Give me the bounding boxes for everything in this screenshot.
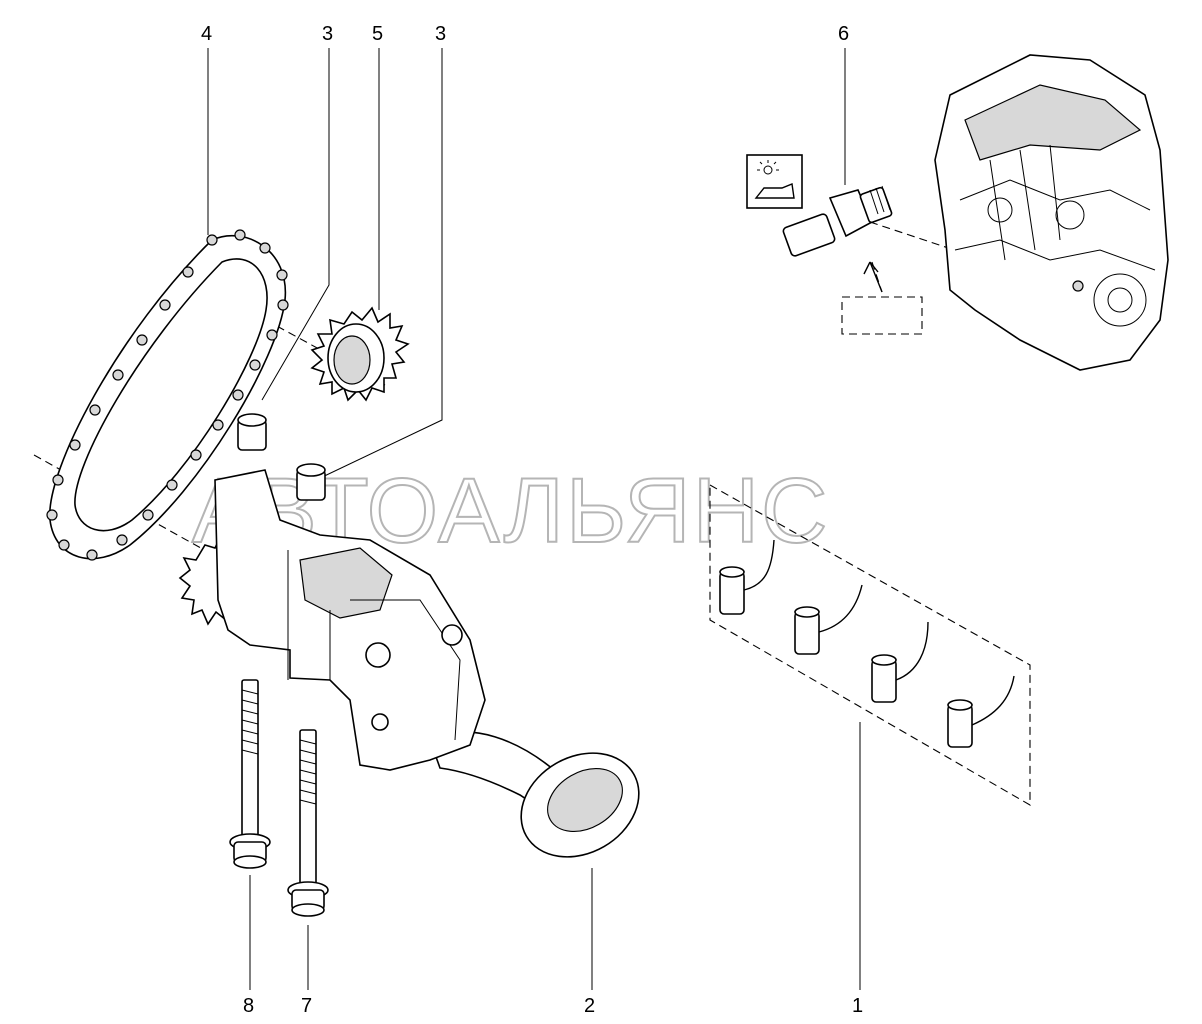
- callout-7: 7: [301, 995, 312, 1017]
- oil-pump-assembly: [178, 469, 640, 858]
- cooling-jet-4: [947, 675, 1015, 748]
- pump-sprocket: [310, 306, 410, 402]
- cooling-jet-2: [794, 584, 863, 655]
- bolt-8: [229, 679, 271, 869]
- callout-8: 8: [243, 995, 254, 1017]
- callout-3-right: 3: [435, 23, 446, 45]
- oil-pressure-warning-icon: [746, 154, 803, 209]
- bushing-right: [296, 463, 326, 501]
- callout-5: 5: [372, 23, 383, 45]
- engine-location-thumbnail: [934, 54, 1169, 371]
- cooling-jet-3: [871, 621, 929, 703]
- callout-6: 6: [838, 23, 849, 45]
- leader-lines: [207, 48, 861, 990]
- callout-2: 2: [584, 995, 595, 1017]
- cooling-jet-1: [719, 539, 775, 615]
- bushing-left: [237, 413, 267, 451]
- callout-4: 4: [201, 23, 212, 45]
- piston-cooling-jets-kit: [709, 484, 1031, 806]
- reference-box: [841, 296, 923, 335]
- timing-chain: [46, 229, 289, 561]
- bolt-7: [287, 729, 329, 917]
- callout-1: 1: [852, 995, 863, 1017]
- oil-pressure-switch: [782, 185, 893, 257]
- reference-arrow: [863, 261, 883, 293]
- callout-3-left: 3: [322, 23, 333, 45]
